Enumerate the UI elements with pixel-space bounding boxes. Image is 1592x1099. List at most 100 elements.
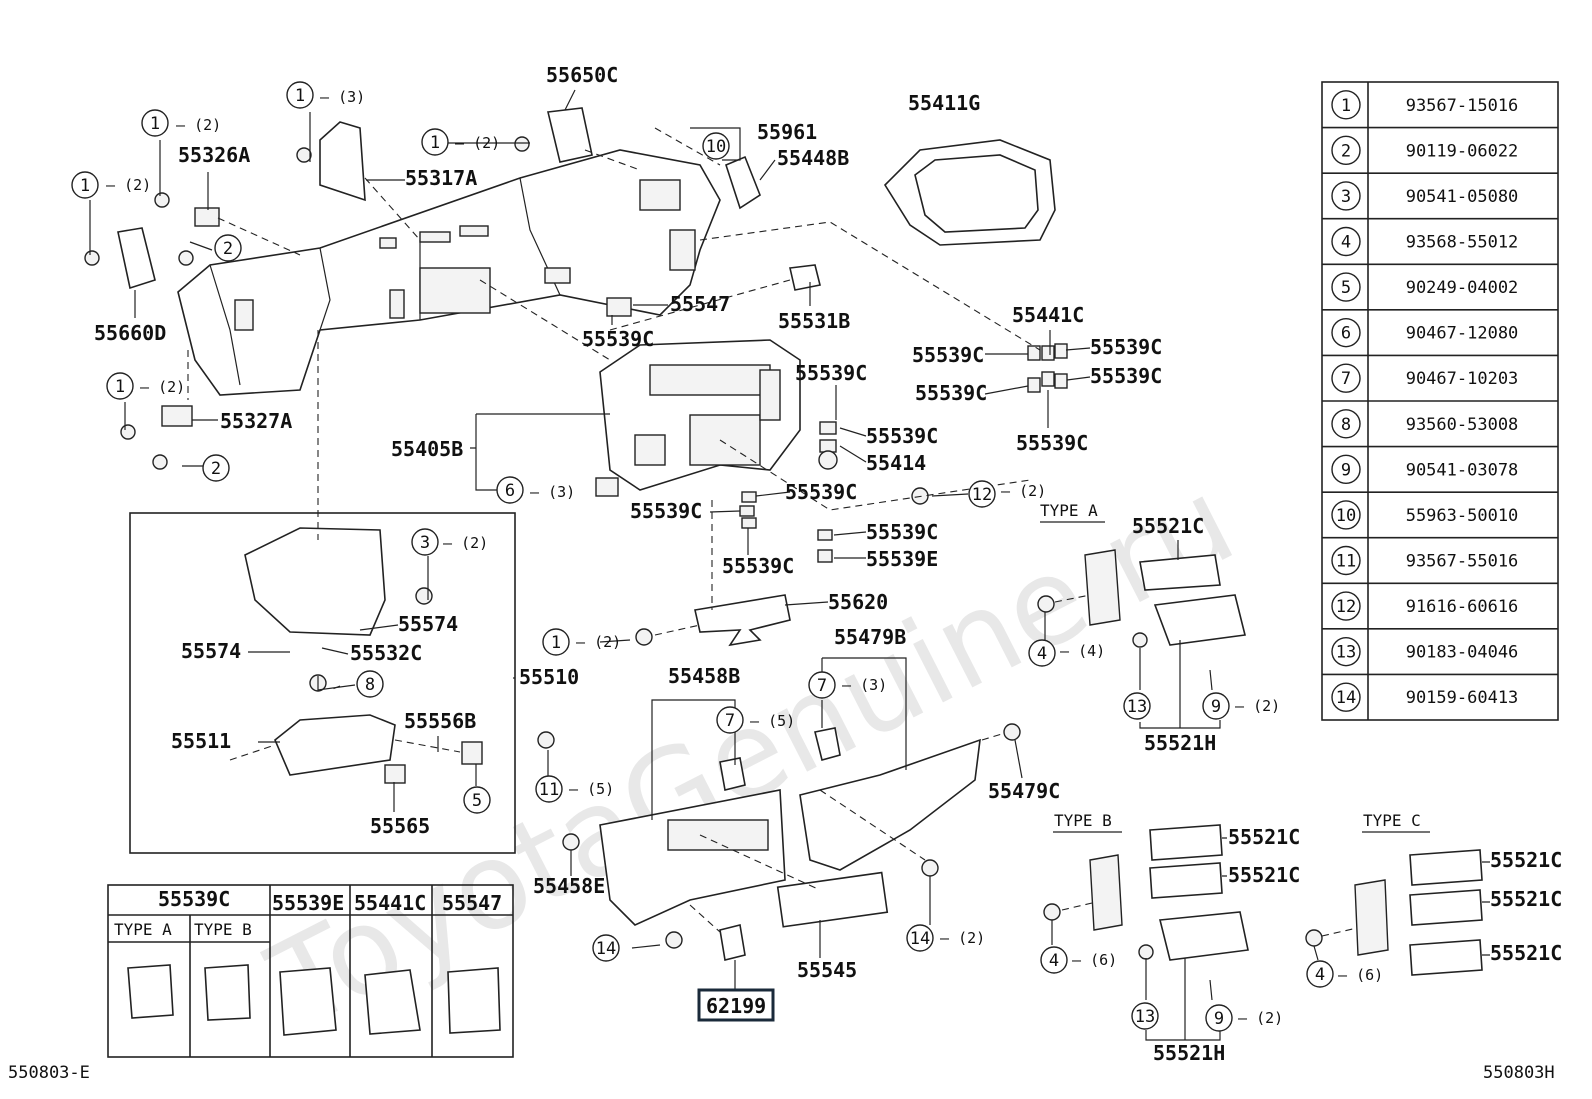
ref-bubble-12: 12 xyxy=(968,480,996,508)
svg-text:1: 1 xyxy=(80,176,90,196)
ref-bubble-2: 2 xyxy=(214,234,242,262)
svg-text:4: 4 xyxy=(1315,965,1325,985)
part-label: 55620 xyxy=(828,590,888,614)
part-label: 55539C xyxy=(866,424,938,448)
type-c-label: TYPE C xyxy=(1363,811,1421,830)
ref-bubble-10: 10 xyxy=(702,132,730,160)
legend-part-drawing xyxy=(447,967,501,1034)
ref-table-bubble xyxy=(1331,636,1361,667)
ref-table-part-number: 90159-60413 xyxy=(1406,688,1519,708)
ref-table-bubble xyxy=(1331,409,1361,439)
legend-part-drawing xyxy=(279,967,337,1036)
part-label: 55539E xyxy=(866,547,938,571)
svg-text:9: 9 xyxy=(1211,697,1221,717)
legend-part-drawing xyxy=(127,964,174,1019)
footer-code-right: 550803H xyxy=(1483,1063,1555,1083)
legend-header: 55547 xyxy=(442,891,502,915)
ref-bubble-13: 13 xyxy=(1123,692,1151,720)
part-label: 55574 xyxy=(181,639,241,663)
cup-holder-type-a xyxy=(1084,549,1246,646)
svg-text:4: 4 xyxy=(1037,644,1047,664)
part-label: 55326A xyxy=(178,143,250,167)
legend-part-drawing xyxy=(364,969,421,1035)
ref-table-part-number: 90183-04046 xyxy=(1406,643,1519,663)
part-label: 55531B xyxy=(778,309,850,333)
cup-holder-type-b xyxy=(1089,824,1249,961)
part-label: 55539C xyxy=(912,343,984,367)
small-parts xyxy=(84,107,1323,961)
highlight-box xyxy=(697,988,775,1022)
part-label: 55511 xyxy=(171,729,231,753)
part-label: 55458E xyxy=(533,874,605,898)
ref-table-num: 1 xyxy=(1341,96,1351,116)
part-label: 55458B xyxy=(668,664,740,688)
ref-table-bubble xyxy=(1331,135,1361,166)
svg-text:12: 12 xyxy=(972,485,992,505)
center-cluster-panel xyxy=(599,339,801,491)
svg-text:7: 7 xyxy=(817,676,827,696)
part-label: 55411G xyxy=(908,91,980,115)
svg-text:13: 13 xyxy=(1135,1007,1155,1027)
qty-label: – (4) xyxy=(1060,642,1105,660)
svg-text:8: 8 xyxy=(365,675,375,695)
ref-table-num: 14 xyxy=(1336,688,1356,708)
glove-box-frame xyxy=(129,512,516,854)
svg-text:14: 14 xyxy=(910,929,930,949)
ref-bubble-1: 1 xyxy=(141,109,169,137)
legend-header: 55441C xyxy=(354,891,426,915)
part-label-highlighted: 62199 xyxy=(706,994,766,1018)
ref-bubble-9: 9 xyxy=(1205,1004,1233,1032)
part-label: 55327A xyxy=(220,409,292,433)
ref-bubble-2: 2 xyxy=(202,454,230,482)
ref-table-part-number: 91616-60616 xyxy=(1406,597,1519,617)
part-label: 55521C xyxy=(1490,848,1562,872)
part-label: 55521C xyxy=(1490,887,1562,911)
finish-plate xyxy=(776,871,889,928)
legend-header: 55539C xyxy=(158,887,230,911)
ref-bubble-6: 6 xyxy=(496,476,524,504)
qty-label: – (5) xyxy=(569,780,614,798)
bumper-part xyxy=(461,741,483,765)
ref-table-num: 3 xyxy=(1341,187,1351,207)
svg-text:2: 2 xyxy=(223,239,233,259)
part-label: 55547 xyxy=(670,292,730,316)
qty-label: – (6) xyxy=(1338,966,1383,984)
part-label: 55448B xyxy=(777,146,849,170)
ref-table-part-number: 90249-04002 xyxy=(1406,278,1519,298)
part-label: 55961 xyxy=(757,120,817,144)
ref-table-bubble xyxy=(1331,363,1361,393)
ref-table-num: 8 xyxy=(1341,415,1351,435)
ref-bubble-4: 4 xyxy=(1306,960,1334,988)
ref-table-part-number: 90541-03078 xyxy=(1406,460,1519,480)
qty-label: – (3) xyxy=(530,483,575,501)
qty-label: – (2) xyxy=(1238,1009,1283,1027)
bracket-55620 xyxy=(694,594,791,647)
ref-table-bubble xyxy=(1331,317,1361,348)
ref-table-bubble xyxy=(1331,226,1361,257)
part-label: 55539C xyxy=(582,327,654,351)
ref-bubble-7: 7 xyxy=(716,706,744,734)
ref-bubble-1: 1 xyxy=(421,128,449,156)
part-label: 55510 xyxy=(519,665,579,689)
type-labels: TYPE A TYPE B TYPE C xyxy=(1040,501,1421,830)
part-label: 55521C xyxy=(1490,941,1562,965)
type-b-label: TYPE B xyxy=(1054,811,1112,830)
glove-box-door xyxy=(244,527,386,636)
ref-table-part-number: 93567-55016 xyxy=(1406,552,1519,572)
part-label: 55539C xyxy=(795,361,867,385)
svg-text:10: 10 xyxy=(706,137,726,157)
svg-text:1: 1 xyxy=(551,633,561,653)
part-label: 55539C xyxy=(1016,431,1088,455)
part-label: 55574 xyxy=(398,612,458,636)
qty-labels: – (3) – (2) – (2) – (2) – (2) – (3) – (2… xyxy=(106,88,1383,1027)
part-label: 55545 xyxy=(797,958,857,982)
part-label: 55539C xyxy=(1090,364,1162,388)
part-label: 55479C xyxy=(988,779,1060,803)
ref-table-bubble xyxy=(1331,545,1361,576)
part-label: 55479B xyxy=(834,625,906,649)
ref-table-bubble xyxy=(1331,90,1361,120)
part-label: 55556B xyxy=(404,709,476,733)
meter-hood xyxy=(883,139,1056,246)
